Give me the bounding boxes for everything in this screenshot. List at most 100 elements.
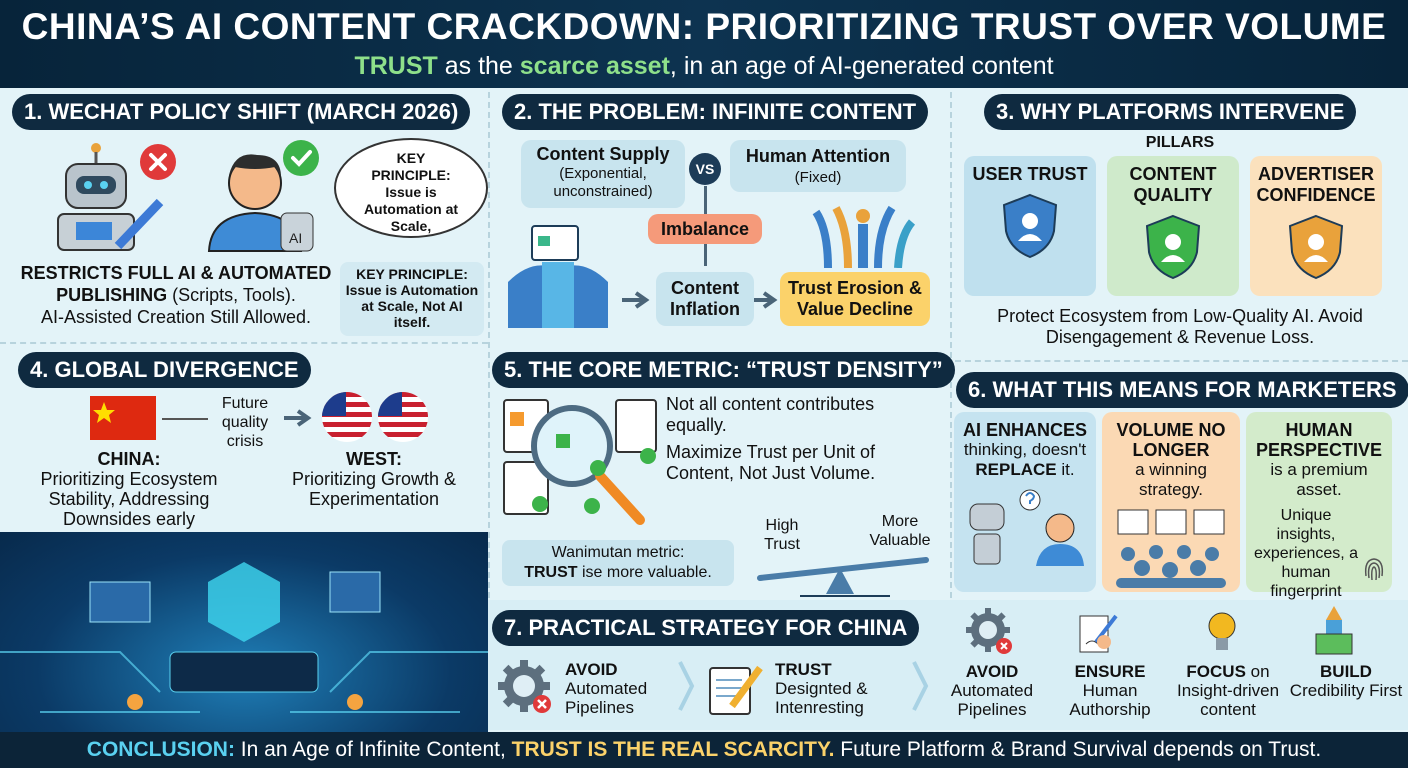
header: CHINA’S AI CONTENT CRACKDOWN: PRIORITIZI… bbox=[0, 0, 1408, 88]
pillar-label: ADVERTISER CONFIDENCE bbox=[1256, 164, 1376, 205]
chevron-right-icon bbox=[910, 658, 930, 714]
supply-sub: (Exponential, unconstrained) bbox=[553, 165, 653, 200]
item-text: Automated Pipelines bbox=[950, 681, 1034, 719]
human-attention-box: Human Attention(Fixed) bbox=[730, 140, 906, 192]
content-supply-box: Content Supply(Exponential, unconstraine… bbox=[521, 140, 685, 208]
divider bbox=[955, 360, 1408, 362]
item-text: Credibility First bbox=[1289, 681, 1403, 700]
x-icon bbox=[140, 144, 176, 180]
card-text: thinking, doesn't bbox=[963, 440, 1087, 459]
west-text: WEST:Prioritizing Growth & Experimentati… bbox=[284, 449, 464, 509]
conclusion-text: Future Platform & Brand Survival depends… bbox=[834, 738, 1322, 761]
item-bold: FOCUS bbox=[1186, 662, 1246, 681]
step-text: Designted & Intenresting bbox=[775, 679, 868, 717]
step-bold: AVOID bbox=[565, 660, 618, 679]
key-text: Issue is Automation at Scale, Not AI its… bbox=[345, 282, 479, 330]
china-desc: Prioritizing Ecosystem Stability, Addres… bbox=[40, 469, 218, 529]
imbalance-badge: Imbalance bbox=[648, 214, 762, 244]
arrow-line bbox=[162, 418, 208, 420]
us-flag-icon bbox=[378, 392, 428, 442]
vs-badge: VS bbox=[689, 153, 721, 185]
callout-text: Wanimutan metric: bbox=[551, 544, 685, 561]
card-extra: Unique insights, experiences, a human fi… bbox=[1253, 507, 1359, 600]
section-title: 2. THE PROBLEM: INFINITE CONTENT bbox=[502, 94, 929, 130]
conclusion-bar: CONCLUSION: In an Age of Infinite Conten… bbox=[0, 732, 1408, 768]
us-flag-icon bbox=[322, 392, 372, 442]
person-icon: AI bbox=[205, 145, 315, 253]
key-principle-box: KEY PRINCIPLE:Issue is Automation at Sca… bbox=[340, 262, 484, 336]
item-text: Human Authorship bbox=[1069, 681, 1151, 719]
page-subtitle: TRUST as the scarce asset, in an age of … bbox=[0, 52, 1408, 81]
card-text: a winning strategy. bbox=[1135, 460, 1207, 499]
section-title: 1. WECHAT POLICY SHIFT (MARCH 2026) bbox=[12, 94, 471, 130]
china-flag-icon bbox=[90, 396, 156, 440]
restricts-text: RESTRICTS FULL AI & AUTOMATED PUBLISHING… bbox=[16, 262, 336, 328]
section-title: 5. THE CORE METRIC: “TRUST DENSITY” bbox=[492, 352, 955, 388]
check-icon bbox=[283, 140, 319, 176]
card-text: is a premium asset. bbox=[1270, 460, 1368, 499]
arrow-right-icon bbox=[622, 290, 652, 310]
robot-person-icon bbox=[960, 486, 1090, 566]
shield-icon bbox=[1286, 214, 1346, 280]
supply-title: Content Supply bbox=[536, 144, 670, 164]
ai-badge: AI bbox=[289, 230, 302, 246]
page-title: CHINA’S AI CONTENT CRACKDOWN: PRIORITIZI… bbox=[21, 6, 1387, 47]
metric-text-1: Not all content contributes equally. bbox=[666, 394, 875, 435]
chevron-right-icon bbox=[676, 658, 696, 714]
subtitle-trust: TRUST bbox=[354, 52, 438, 80]
fingerprint-icon bbox=[1362, 556, 1386, 584]
more-valuable-label: More Valuable bbox=[869, 513, 931, 549]
signing-hand-icon bbox=[1076, 612, 1120, 656]
shield-icon bbox=[1143, 214, 1203, 280]
marketer-card-ai: AI ENHANCES thinking, doesn't REPLACE it… bbox=[954, 412, 1096, 592]
attention-title: Human Attention bbox=[745, 146, 891, 166]
robot-icon bbox=[48, 140, 168, 252]
item-bold: AVOID bbox=[965, 662, 1019, 681]
subtitle-text: , in an age of AI-generated content bbox=[669, 52, 1054, 80]
content-flood-icon bbox=[498, 202, 618, 328]
restricts-bold: RESTRICTS FULL AI & AUTOMATED PUBLISHING bbox=[20, 263, 332, 305]
erosion-arrows-icon bbox=[808, 200, 918, 268]
pillar-label: USER TRUST bbox=[972, 164, 1088, 184]
west-desc: Prioritizing Growth & Experimentation bbox=[291, 469, 457, 509]
divider bbox=[0, 342, 488, 344]
shield-icon bbox=[1000, 193, 1060, 259]
pillar-card: CONTENT QUALITY bbox=[1107, 156, 1239, 296]
restricts-rest: (Scripts, Tools). bbox=[167, 285, 296, 305]
card-bold: AI ENHANCES bbox=[962, 420, 1087, 440]
item-bold: BUILD bbox=[1320, 662, 1372, 681]
pillar-card: USER TRUST bbox=[964, 156, 1096, 296]
audience-icon bbox=[1106, 508, 1236, 588]
item-bold: ENSURE bbox=[1074, 662, 1146, 681]
marketer-card-volume: VOLUME NO LONGER a winning strategy. bbox=[1102, 412, 1240, 592]
metric-callout: Wanimutan metric:TRUST ise more valuable… bbox=[502, 540, 734, 586]
section-title: 4. GLOBAL DIVERGENCE bbox=[18, 352, 311, 388]
document-pencil-icon bbox=[708, 662, 764, 716]
conclusion-text: In an Age of Infinite Content, bbox=[234, 738, 512, 761]
step-text: Automated Pipelines bbox=[565, 679, 648, 717]
step-bold: TRUST bbox=[775, 660, 832, 679]
gear-icon bbox=[964, 606, 1014, 656]
callout-text: ise more valuable. bbox=[577, 564, 712, 581]
allowed-text: AI-Assisted Creation Still Allowed. bbox=[40, 307, 312, 327]
item-text: Insight-driven content bbox=[1176, 681, 1280, 719]
seesaw-icon bbox=[750, 552, 940, 598]
content-inflation-box: Content Inflation bbox=[656, 272, 754, 326]
metric-text-2: Maximize Trust per Unit of Content, Not … bbox=[666, 442, 876, 483]
divider bbox=[488, 92, 490, 598]
china-text: CHINA:Prioritizing Ecosystem Stability, … bbox=[14, 449, 244, 529]
arrow-right-icon bbox=[284, 408, 314, 428]
key-title: KEY PRINCIPLE: bbox=[356, 266, 468, 282]
card-bold: HUMAN PERSPECTIVE bbox=[1255, 420, 1383, 460]
conclusion-label: CONCLUSION: bbox=[86, 738, 235, 761]
west-title: WEST: bbox=[346, 449, 402, 469]
magnifier-content-icon bbox=[500, 396, 660, 526]
section-title: 6. WHAT THIS MEANS FOR MARKETERS bbox=[956, 372, 1408, 408]
pillar-card: ADVERTISER CONFIDENCE bbox=[1250, 156, 1382, 296]
pillar-label: CONTENT QUALITY bbox=[1129, 164, 1217, 205]
